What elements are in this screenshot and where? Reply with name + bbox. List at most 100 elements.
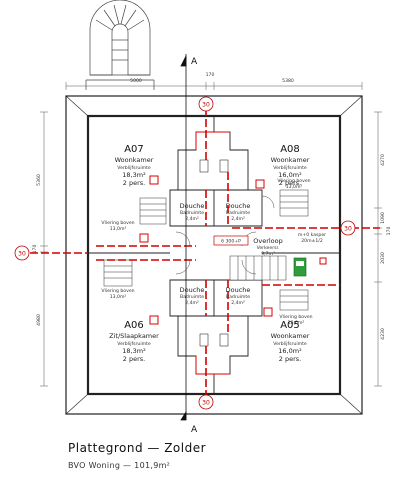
landing-desc: Verkeersr.: [257, 245, 280, 251]
grid-marker-left: 30: [14, 245, 30, 261]
stair-bottom-right: [279, 289, 309, 311]
grid-marker-right: 30: [340, 220, 356, 236]
kasper-label: m+0 kasper: [298, 232, 326, 238]
landing: Overloop Verkeersr. 9,7m²: [253, 237, 283, 257]
dimension-right: [374, 111, 382, 387]
dim-left-mid: 170: [32, 245, 38, 254]
bathroom-br-area: 2,4m²: [231, 300, 245, 306]
loft-tl-area: 13,0m²: [110, 226, 127, 232]
bathroom-br-desc: Badruimte: [226, 294, 250, 300]
dim-top-left: 5000: [130, 78, 142, 84]
plan-subtitle: BVO Woning — 101,9m²: [68, 461, 170, 470]
plan-title: Plattegrond — Zolder: [68, 441, 206, 455]
dim-top-right: 5380: [282, 78, 294, 84]
landing-area: 9,7m²: [261, 251, 275, 257]
landing-name: Overloop: [253, 237, 283, 245]
loft-tr-label: Vliering boven: [277, 178, 310, 184]
room-a05-desc: Verblijfsruimte: [273, 341, 307, 347]
room-a06-desc: Verblijfsruimte: [117, 341, 151, 347]
bathroom-tl-area: 2,4m²: [185, 216, 199, 222]
room-a07-name: Woonkamer: [115, 156, 154, 164]
bathroom-bottom-right: Douche Badruimte 2,4m²: [226, 286, 251, 306]
bathroom-tl-desc: Badruimte: [180, 210, 204, 216]
kasper-size: 20m±1/2: [301, 238, 323, 244]
loft-bottom-left: Vliering boven 13,0m²: [101, 288, 134, 300]
room-a05-name: Woonkamer: [271, 332, 310, 340]
dim-left-lower: 4980: [36, 314, 42, 326]
stair-bottom-left: [103, 259, 133, 287]
roof-outline: [65, 95, 363, 415]
room-a06-code: A06: [124, 320, 144, 331]
bathroom-tr-area: 2,4m²: [231, 216, 245, 222]
bathroom-top-right: Douche Badruimte 2,4m²: [226, 202, 251, 222]
dimension-top: [65, 82, 363, 90]
loft-tl-label: Vliering boven: [101, 220, 134, 226]
stair-top-right: [279, 189, 309, 217]
bathroom-bottom-left: Douche Badruimte 2,4m²: [180, 286, 205, 306]
section-line: [180, 54, 187, 421]
spiral-staircase: [85, 0, 155, 90]
room-a06-persons: 2 pers.: [123, 355, 145, 363]
bathroom-bl-name: Douche: [180, 286, 205, 294]
dim-right-mid2: 170: [386, 227, 392, 236]
room-a05-code: A05: [280, 320, 300, 331]
loft-tr-area: 13,0m²: [286, 184, 303, 190]
fire-line-horizontal: [30, 227, 380, 286]
loft-bl-area: 13,0m²: [110, 294, 127, 300]
room-a07: A07 Woonkamer Verblijfsruimte 18,3m² 2 p…: [115, 144, 154, 187]
grid-marker-top-label: 30: [202, 102, 210, 109]
bathroom-bl-desc: Badruimte: [180, 294, 204, 300]
loft-bl-label: Vliering boven: [101, 288, 134, 294]
room-a08: A08 Woonkamer Verblijfsruimte 16,0m² 2 p…: [271, 144, 310, 187]
room-a08-area: 16,0m²: [278, 171, 302, 179]
stair-central: [229, 255, 287, 281]
room-a07-persons: 2 pers.: [123, 179, 145, 187]
bathroom-top-left: Douche Badruimte 2,4m²: [180, 202, 205, 222]
dim-top-mid: 170: [206, 72, 215, 78]
bathroom-br-name: Douche: [226, 286, 251, 294]
room-a08-name: Woonkamer: [271, 156, 310, 164]
bathroom-bl-area: 2,4m²: [185, 300, 199, 306]
loft-top-right: Vliering boven 13,0m²: [277, 178, 310, 190]
technical-cabinet: [293, 257, 307, 277]
bathroom-tr-name: Douche: [226, 202, 251, 210]
loft-top-left: Vliering boven 13,0m²: [101, 220, 134, 232]
room-a07-code: A07: [124, 144, 144, 155]
room-a08-code: A08: [280, 144, 300, 155]
dim-right-upper: 4270: [380, 154, 386, 166]
section-marker-top: A: [191, 57, 198, 67]
dimension-left: [40, 111, 48, 387]
stair-top-left: [139, 197, 167, 225]
core-windows: [199, 159, 229, 347]
room-a06-area: 18,3m²: [122, 347, 146, 355]
room-a06-name: Zit/Slaapkamer: [109, 332, 159, 340]
dim-right-mid1: 1090: [380, 212, 386, 224]
kasper-note: m+0 kasper 20m±1/2: [298, 232, 326, 244]
loft-br-area: 13,0m²: [288, 320, 305, 326]
room-a08-persons: 2 pers.: [279, 179, 301, 187]
loft-br-label: Vliering boven: [279, 314, 312, 320]
room-a08-desc: Verblijfsruimte: [273, 165, 307, 171]
loft-bottom-right: Vliering boven 13,0m²: [279, 314, 312, 326]
room-a06: A06 Zit/Slaapkamer Verblijfsruimte 18,3m…: [109, 320, 159, 363]
fire-line-vertical: [205, 108, 229, 400]
room-a05: A05 Woonkamer Verblijfsruimte 16,0m² 2 p…: [271, 320, 310, 363]
meter-label: 6 300+P: [221, 239, 241, 245]
dim-right-lower: 4230: [380, 328, 386, 340]
grid-marker-bottom-label: 30: [202, 400, 210, 407]
meter-box: 6 300+P: [213, 235, 249, 246]
dim-right-mid3: 2030: [380, 252, 386, 264]
dim-left-upper: 5360: [36, 174, 42, 186]
bathroom-tl-name: Douche: [180, 202, 205, 210]
grid-marker-right-label: 30: [344, 226, 352, 233]
grid-marker-bottom: 30: [198, 394, 214, 410]
room-a07-area: 18,3m²: [122, 171, 146, 179]
room-a07-desc: Verblijfsruimte: [117, 165, 151, 171]
fire-brackets: [139, 131, 327, 375]
bathroom-tr-desc: Badruimte: [226, 210, 250, 216]
room-a05-persons: 2 pers.: [279, 355, 301, 363]
room-a05-area: 16,0m²: [278, 347, 302, 355]
section-marker-bottom: A: [191, 425, 198, 435]
grid-marker-left-label: 30: [18, 251, 26, 258]
